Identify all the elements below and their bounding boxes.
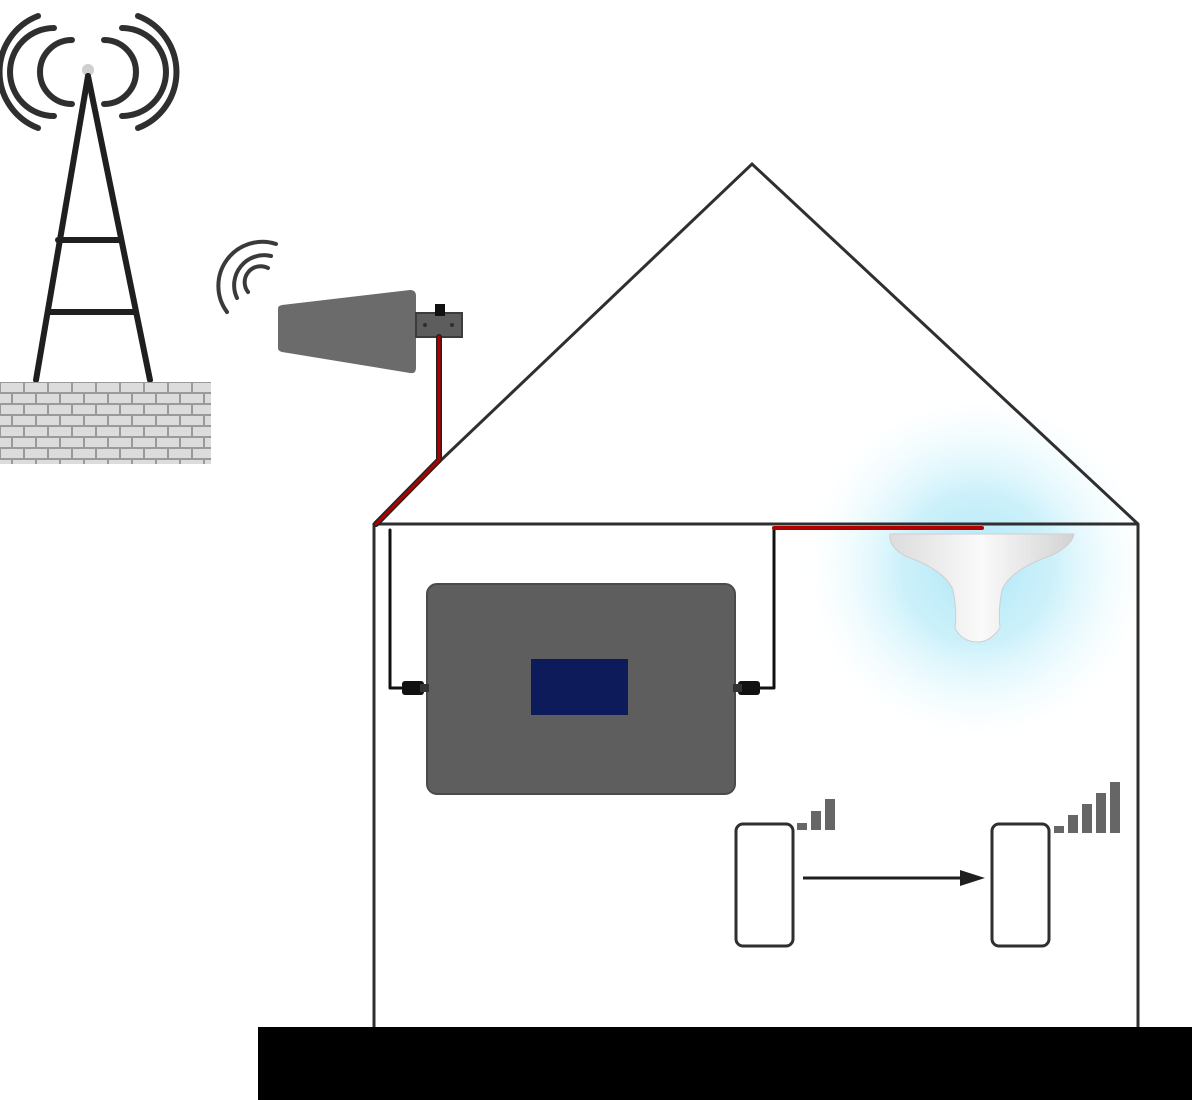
signal-bar [1096, 793, 1106, 833]
signal-bar [1068, 815, 1078, 833]
outdoor-feed-cable [374, 335, 441, 526]
signal-bars-before [797, 799, 835, 830]
house-outline [372, 161, 1140, 1027]
ceiling-antenna-icon [889, 533, 1075, 643]
output-cable [744, 528, 776, 690]
antenna-panel [278, 290, 416, 374]
tower-frame [33, 73, 153, 383]
tower-signal-waves [0, 13, 180, 131]
outdoor-antenna-icon [216, 239, 463, 374]
cell-tower-icon [0, 13, 180, 383]
booster-connector-left [402, 681, 429, 695]
signal-bar [825, 799, 835, 830]
input-cable [388, 528, 406, 690]
signal-bar [1110, 782, 1120, 833]
ground [258, 1027, 1192, 1100]
antenna-signal-waves [216, 239, 278, 314]
phone-before [734, 822, 795, 948]
signal-bar [1054, 826, 1064, 833]
signal-bar [811, 811, 821, 830]
phone-after [990, 822, 1051, 948]
antenna-mount-bracket [415, 312, 463, 338]
antenna-mount-knob [435, 304, 445, 316]
upgrade-arrow [803, 870, 985, 886]
booster-connector-right [733, 681, 760, 695]
brick-wall [0, 382, 211, 464]
booster-display [531, 659, 628, 715]
phone-icon [990, 822, 1051, 948]
tower-beacon [82, 64, 94, 76]
signal-booster-icon [402, 583, 760, 795]
phone-icon [734, 822, 795, 948]
signal-bar [1082, 804, 1092, 833]
signal-bars-after [1054, 782, 1120, 833]
signal-bar [797, 823, 807, 830]
